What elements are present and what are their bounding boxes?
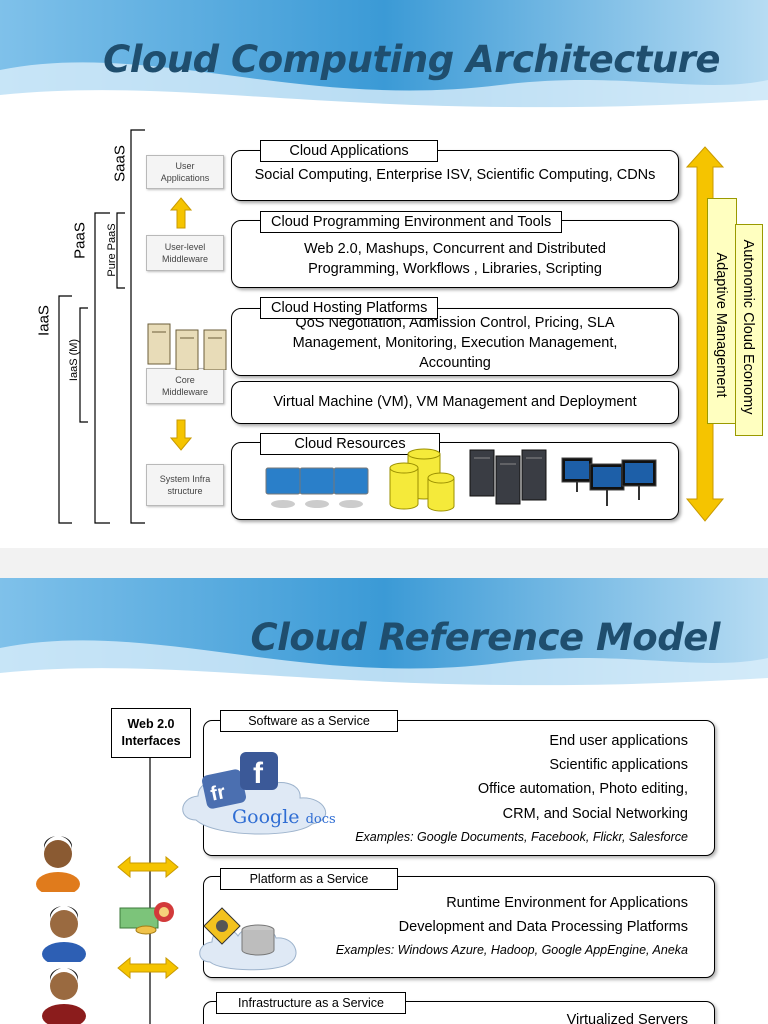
up-arrow-icon: [170, 197, 192, 229]
box-user-applications-label: User Applications: [160, 161, 210, 183]
label-iaas-m: IaaS (M): [68, 338, 80, 382]
label-pure-paas: Pure PaaS: [106, 223, 118, 277]
paas-tag: Platform as a Service: [220, 868, 398, 890]
google-docs-logo: Google docs: [232, 806, 336, 828]
slide-title-2: Cloud Reference Model: [250, 616, 721, 659]
database-icon: [389, 448, 455, 512]
iaas-line-1: Virtualized Servers: [566, 1012, 688, 1024]
double-arrow-icon: [685, 146, 725, 522]
saas-examples: Examples: Google Documents, Facebook, Fl…: [355, 830, 688, 844]
prog-line-1: Web 2.0, Mashups, Concurrent and Distrib…: [304, 241, 606, 257]
paas-line-1: Runtime Environment for Applications: [446, 895, 688, 911]
exchange-arrow-icon-2: [117, 957, 179, 979]
iaas-tag: Infrastructure as a Service: [216, 992, 406, 1014]
developer-avatar-icon: [42, 906, 86, 962]
docs-word: docs: [305, 812, 336, 827]
box-user-middleware: User-level Middleware: [146, 235, 224, 271]
slide-reference-model: Cloud Reference Model Web 2.0 Interfaces…: [0, 578, 768, 1024]
stack-brackets: [58, 129, 145, 524]
label-paas: PaaS: [71, 222, 89, 259]
box-system-infrastructure: System Infrastructure: [146, 464, 224, 506]
prog-line-2: Programming, Workflows , Libraries, Scri…: [308, 261, 602, 277]
tag-programming-environment: Cloud Programming Environment and Tools: [260, 211, 563, 233]
tag-cloud-resources: Cloud Resources: [260, 433, 440, 455]
apps-text: Social Computing, Enterprise ISV, Scient…: [254, 167, 656, 183]
layer-virtual-machine: Virtual Machine (VM), VM Management and …: [231, 381, 679, 424]
paas-gear-database-icon: [199, 907, 297, 971]
banner-background: [0, 0, 768, 120]
label-iaas: IaaS: [35, 305, 53, 336]
down-arrow-icon: [170, 419, 192, 451]
svg-text:fr: fr: [209, 781, 228, 806]
money-award-icon: [119, 902, 174, 935]
label-saas: SaaS: [111, 145, 129, 182]
paas-box: Runtime Environment for Applications Dev…: [203, 876, 715, 978]
box-autonomic-economy: [735, 224, 763, 436]
server-cluster-icon: [147, 323, 227, 370]
saas-line-4: CRM, and Social Networking: [502, 806, 688, 822]
paas-line-2: Development and Data Processing Platform…: [398, 919, 688, 935]
web-interfaces-box: Web 2.0 Interfaces: [111, 708, 191, 758]
layer-hosting-platforms: QoS Negotiation, Admission Control, Pric…: [231, 308, 679, 376]
saas-line-1: End user applications: [549, 733, 688, 749]
box-adaptive-management: [707, 198, 737, 424]
slide-title: Cloud Computing Architecture: [103, 38, 720, 81]
google-word: Google: [232, 806, 300, 828]
tag-hosting-platforms: Cloud Hosting Platforms: [260, 297, 439, 319]
web-interfaces-label: Web 2.0 Interfaces: [121, 717, 181, 748]
paas-examples: Examples: Windows Azure, Hadoop, Google …: [335, 943, 688, 957]
saas-tag: Software as a Service: [220, 710, 398, 732]
saas-cloud-logos-icon: f fr: [182, 752, 326, 835]
saas-line-3: Office automation, Photo editing,: [477, 781, 688, 797]
saas-line-2: Scientific applications: [549, 757, 688, 773]
tag-cloud-applications: Cloud Applications: [260, 140, 438, 162]
hosting-line-3: Accounting: [419, 355, 491, 371]
box-user-middleware-label: User-level Middleware: [161, 242, 209, 264]
box-core-middleware: Core Middleware: [146, 368, 224, 404]
box-user-applications: User Applications: [146, 155, 224, 189]
hosting-line-2: Management, Monitoring, Execution Manage…: [292, 335, 618, 351]
svg-text:f: f: [253, 757, 264, 790]
tower-server-icon: [469, 449, 547, 505]
text-adaptive-management: Adaptive Management: [713, 252, 729, 398]
slide-cloud-architecture: Cloud Computing Architecture SaaS PaaS P…: [0, 0, 768, 524]
hosting-line-1: QoS Negotiation, Admission Control, Pric…: [295, 315, 615, 331]
monitor-icon: [265, 467, 369, 508]
vm-text: Virtual Machine (VM), VM Management and …: [273, 394, 637, 410]
workstation-icon: [561, 457, 657, 506]
box-system-infrastructure-label: System Infrastructure: [159, 474, 211, 496]
text-autonomic-economy: Autonomic Cloud Economy: [740, 239, 756, 415]
slide-gap: [0, 548, 768, 578]
banner-background-2: [0, 578, 768, 698]
interface-line: [149, 756, 151, 1024]
box-core-middleware-label: Core Middleware: [161, 375, 209, 397]
user-avatar-icon: [36, 836, 80, 892]
manager-avatar-icon: [42, 968, 86, 1024]
exchange-arrow-icon: [117, 856, 179, 878]
